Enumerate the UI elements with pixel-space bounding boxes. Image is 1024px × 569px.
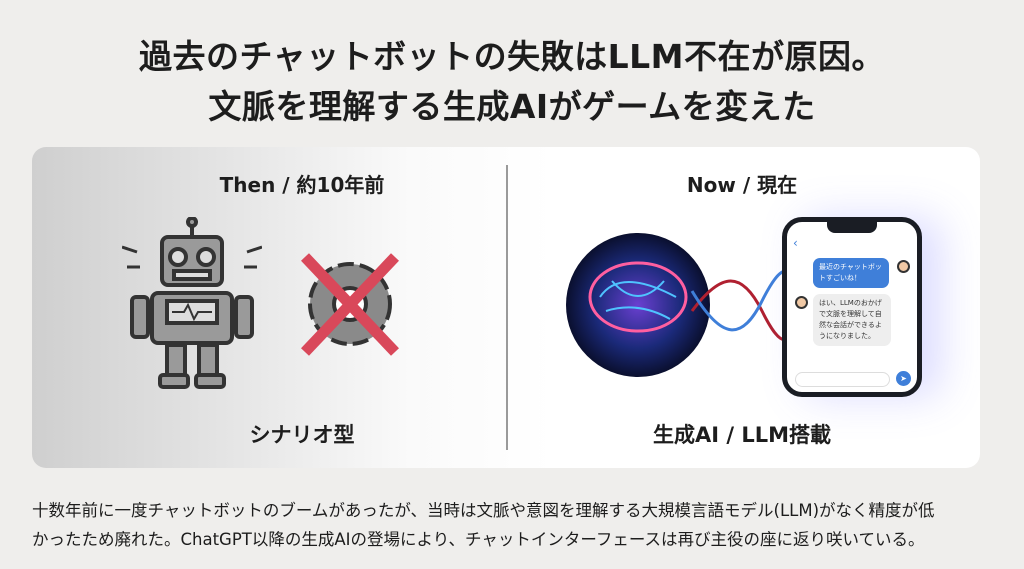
description-line-1: 十数年前に一度チャットボットのブームがあったが、当時は文脈や意図を理解する大規模… xyxy=(32,501,935,520)
user-message: 最近のチャットボットすごいね！ xyxy=(813,258,889,288)
now-caption: 生成AI / LLM搭載 xyxy=(652,423,832,447)
phone-notch xyxy=(827,221,877,233)
bot-avatar xyxy=(795,296,808,309)
headline-line-2: 文脈を理解する生成AIがゲームを変えた xyxy=(208,87,816,126)
divider xyxy=(506,165,508,450)
then-caption: シナリオ型 xyxy=(249,423,355,447)
back-icon[interactable]: ‹ xyxy=(793,236,798,250)
then-label: Then / 約10年前 xyxy=(219,173,385,197)
bot-message: はい、LLMのおかげで文脈を理解して自然な会話ができるようになりました。 xyxy=(813,294,891,346)
phone-chat-mockup: ‹ 最近のチャットボットすごいね！ はい、LLMのおかげで文脈を理解して自然な会… xyxy=(782,217,922,397)
headline-line-1: 過去のチャットボットの失敗はLLM不在が原因。 xyxy=(138,37,886,76)
message-input[interactable] xyxy=(795,372,890,387)
description: 十数年前に一度チャットボットのブームがあったが、当時は文脈や意図を理解する大規模… xyxy=(32,496,1002,554)
send-icon[interactable]: ➤ xyxy=(896,371,911,386)
user-avatar xyxy=(897,260,910,273)
brain-icon xyxy=(566,233,802,377)
description-line-2: かったため廃れた。ChatGPT以降の生成AIの登場により、チャットインターフェ… xyxy=(32,530,925,549)
broken-gear-cross-icon xyxy=(301,253,399,356)
comparison-card: Then / 約10年前 シナリオ型 Now / 現在 xyxy=(32,147,980,468)
robot-icon xyxy=(122,217,262,389)
now-label: Now / 現在 xyxy=(686,173,798,197)
